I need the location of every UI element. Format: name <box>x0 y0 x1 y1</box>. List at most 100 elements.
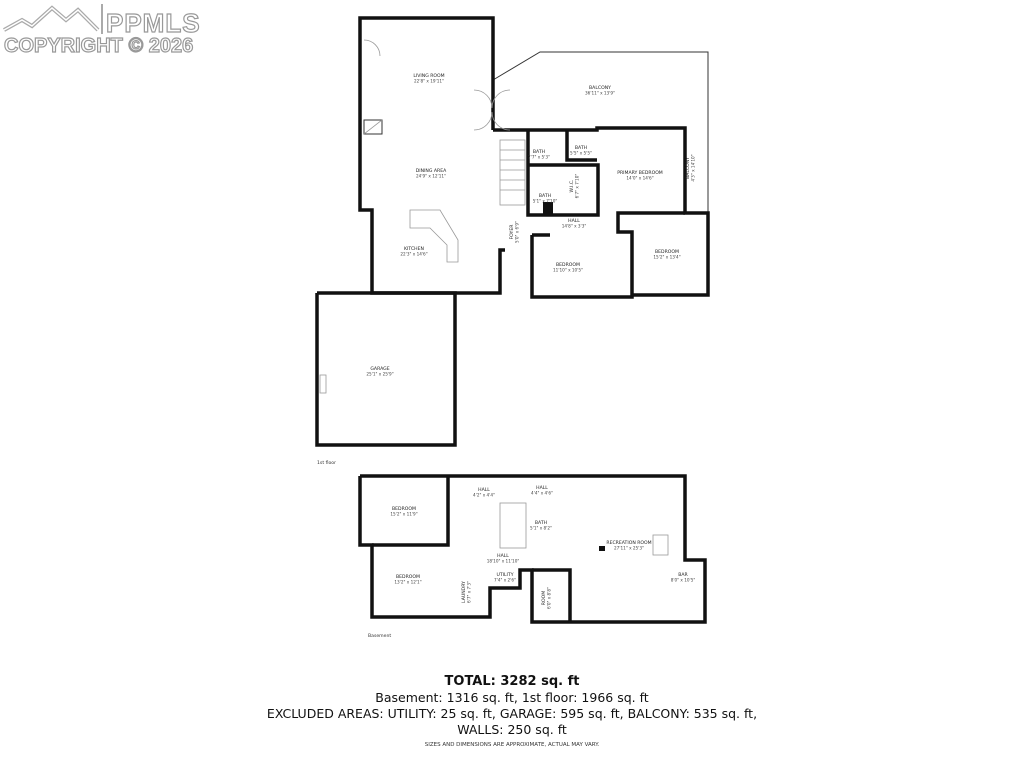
room-name: HALL <box>568 218 580 224</box>
room-dimensions: 14'8" x 3'3" <box>562 224 587 229</box>
watermark-copyright: COPYRIGHT © 2026 <box>3 34 194 57</box>
room-dimensions: 6'0" x 8'8" <box>547 587 552 609</box>
room-name: BEDROOM <box>392 506 416 512</box>
bedroom-wing-walls <box>493 126 710 297</box>
floor-label-basement: Basement <box>368 633 391 639</box>
balcony-outline <box>492 51 709 213</box>
room-name: BAR <box>678 572 688 578</box>
room-name: KITCHEN <box>404 246 424 252</box>
room-name: RECREATION ROOM <box>606 540 651 546</box>
room-dimensions: 18'10" x 11'10" <box>487 559 520 564</box>
room-dimensions: 4'3" x 14'10" <box>691 154 696 181</box>
room-dimensions: 4'2" x 4'4" <box>473 493 495 498</box>
floor-areas: Basement: 1316 sq. ft, 1st floor: 1966 s… <box>375 690 649 705</box>
room-dimensions: 22'3" x 14'6" <box>400 252 427 257</box>
room-name: FOYER <box>509 224 515 240</box>
room-name: GARAGE <box>370 366 389 372</box>
room-name: UTILITY <box>496 572 513 578</box>
area-summary: TOTAL: 3282 sq. ft Basement: 1316 sq. ft… <box>0 674 1024 738</box>
living-door[interactable] <box>363 39 381 57</box>
garage-shelf <box>319 374 327 394</box>
room-dimensions: 5'1" x 8'2" <box>530 526 552 531</box>
disclaimer: SIZES AND DIMENSIONS ARE APPROXIMATE, AC… <box>424 742 600 748</box>
room-name: BALCONY <box>589 85 611 91</box>
walls-area: WALLS: 250 sq. ft <box>457 722 567 737</box>
room-name: BATH <box>535 520 547 526</box>
room-name: HALL <box>497 553 509 559</box>
mountain-logo-icon <box>3 4 103 34</box>
basement-bedroom-walls <box>372 476 450 547</box>
first-floor-plan: 1st floor <box>315 16 710 466</box>
room-dimensions: 36'11" x 13'9" <box>585 91 615 96</box>
room-dimensions: 27'11" x 25'3" <box>614 546 644 551</box>
room-name: LIVING ROOM <box>413 73 444 79</box>
balcony-french-doors[interactable] <box>473 89 511 131</box>
room-dimensions: 22'8" x 19'11" <box>414 79 444 84</box>
room-name: LAUNDRY <box>461 581 467 603</box>
room-name: HALL <box>536 485 548 491</box>
room-dimensions: 11'10" x 10'5" <box>553 268 583 273</box>
room-dimensions: 24'9" x 12'11" <box>416 174 446 179</box>
stair-treads <box>500 149 525 191</box>
room-dimensions: 5'0" x 6'9" <box>515 221 520 243</box>
support-column <box>599 546 605 551</box>
room-dimensions: 14'0" x 14'6" <box>626 176 653 181</box>
room-name: PRIMARY BEDROOM <box>617 170 663 176</box>
room-dimensions: 7'4" x 2'6" <box>494 578 516 583</box>
room-name: HALL <box>478 487 490 493</box>
ppmls-watermark: PPMLS COPYRIGHT © 2026 <box>2 2 207 58</box>
kitchen-island <box>409 209 459 263</box>
room-dimensions: 5'5" x 5'5" <box>570 151 592 156</box>
floor-label-1st: 1st floor <box>317 460 336 466</box>
room-dimensions: 4'4" x 4'6" <box>531 491 553 496</box>
room-name: BATH <box>533 149 545 155</box>
room-dimensions: 15'2" x 11'9" <box>390 512 417 517</box>
total-area: TOTAL: 3282 sq. ft <box>444 674 580 689</box>
fireplace <box>363 119 383 135</box>
room-label: W.I.C.6'7" x 7'10" <box>569 174 580 199</box>
room-dimensions: 7'7" x 5'3" <box>528 155 550 160</box>
room-dimensions: 8'0" x 10'5" <box>671 578 696 583</box>
room-name: BALCONY <box>685 157 691 179</box>
room-name: BEDROOM <box>655 249 679 255</box>
room-dimensions: 15'2" x 13'4" <box>653 255 680 260</box>
chimney-block <box>543 202 553 214</box>
room-name: BEDROOM <box>396 574 420 580</box>
room-name: DINING AREA <box>416 168 447 174</box>
basement-fireplace <box>652 534 669 556</box>
room-name: ROOM <box>541 591 547 605</box>
room-dimensions: 5'1" x 7'10" <box>533 199 558 204</box>
room-dimensions: 6'7" x 7'10" <box>575 174 580 199</box>
basement-plan: Basement <box>358 474 707 639</box>
room-dimensions: 6'7" x 7'3" <box>467 581 472 603</box>
bath-walls <box>526 130 600 217</box>
bath-walls-2 <box>565 130 597 162</box>
basement-stairs <box>499 502 527 549</box>
bedroom-walls <box>530 211 685 299</box>
room-dimensions: 25'1" x 25'9" <box>366 372 393 377</box>
stairs <box>499 139 526 206</box>
